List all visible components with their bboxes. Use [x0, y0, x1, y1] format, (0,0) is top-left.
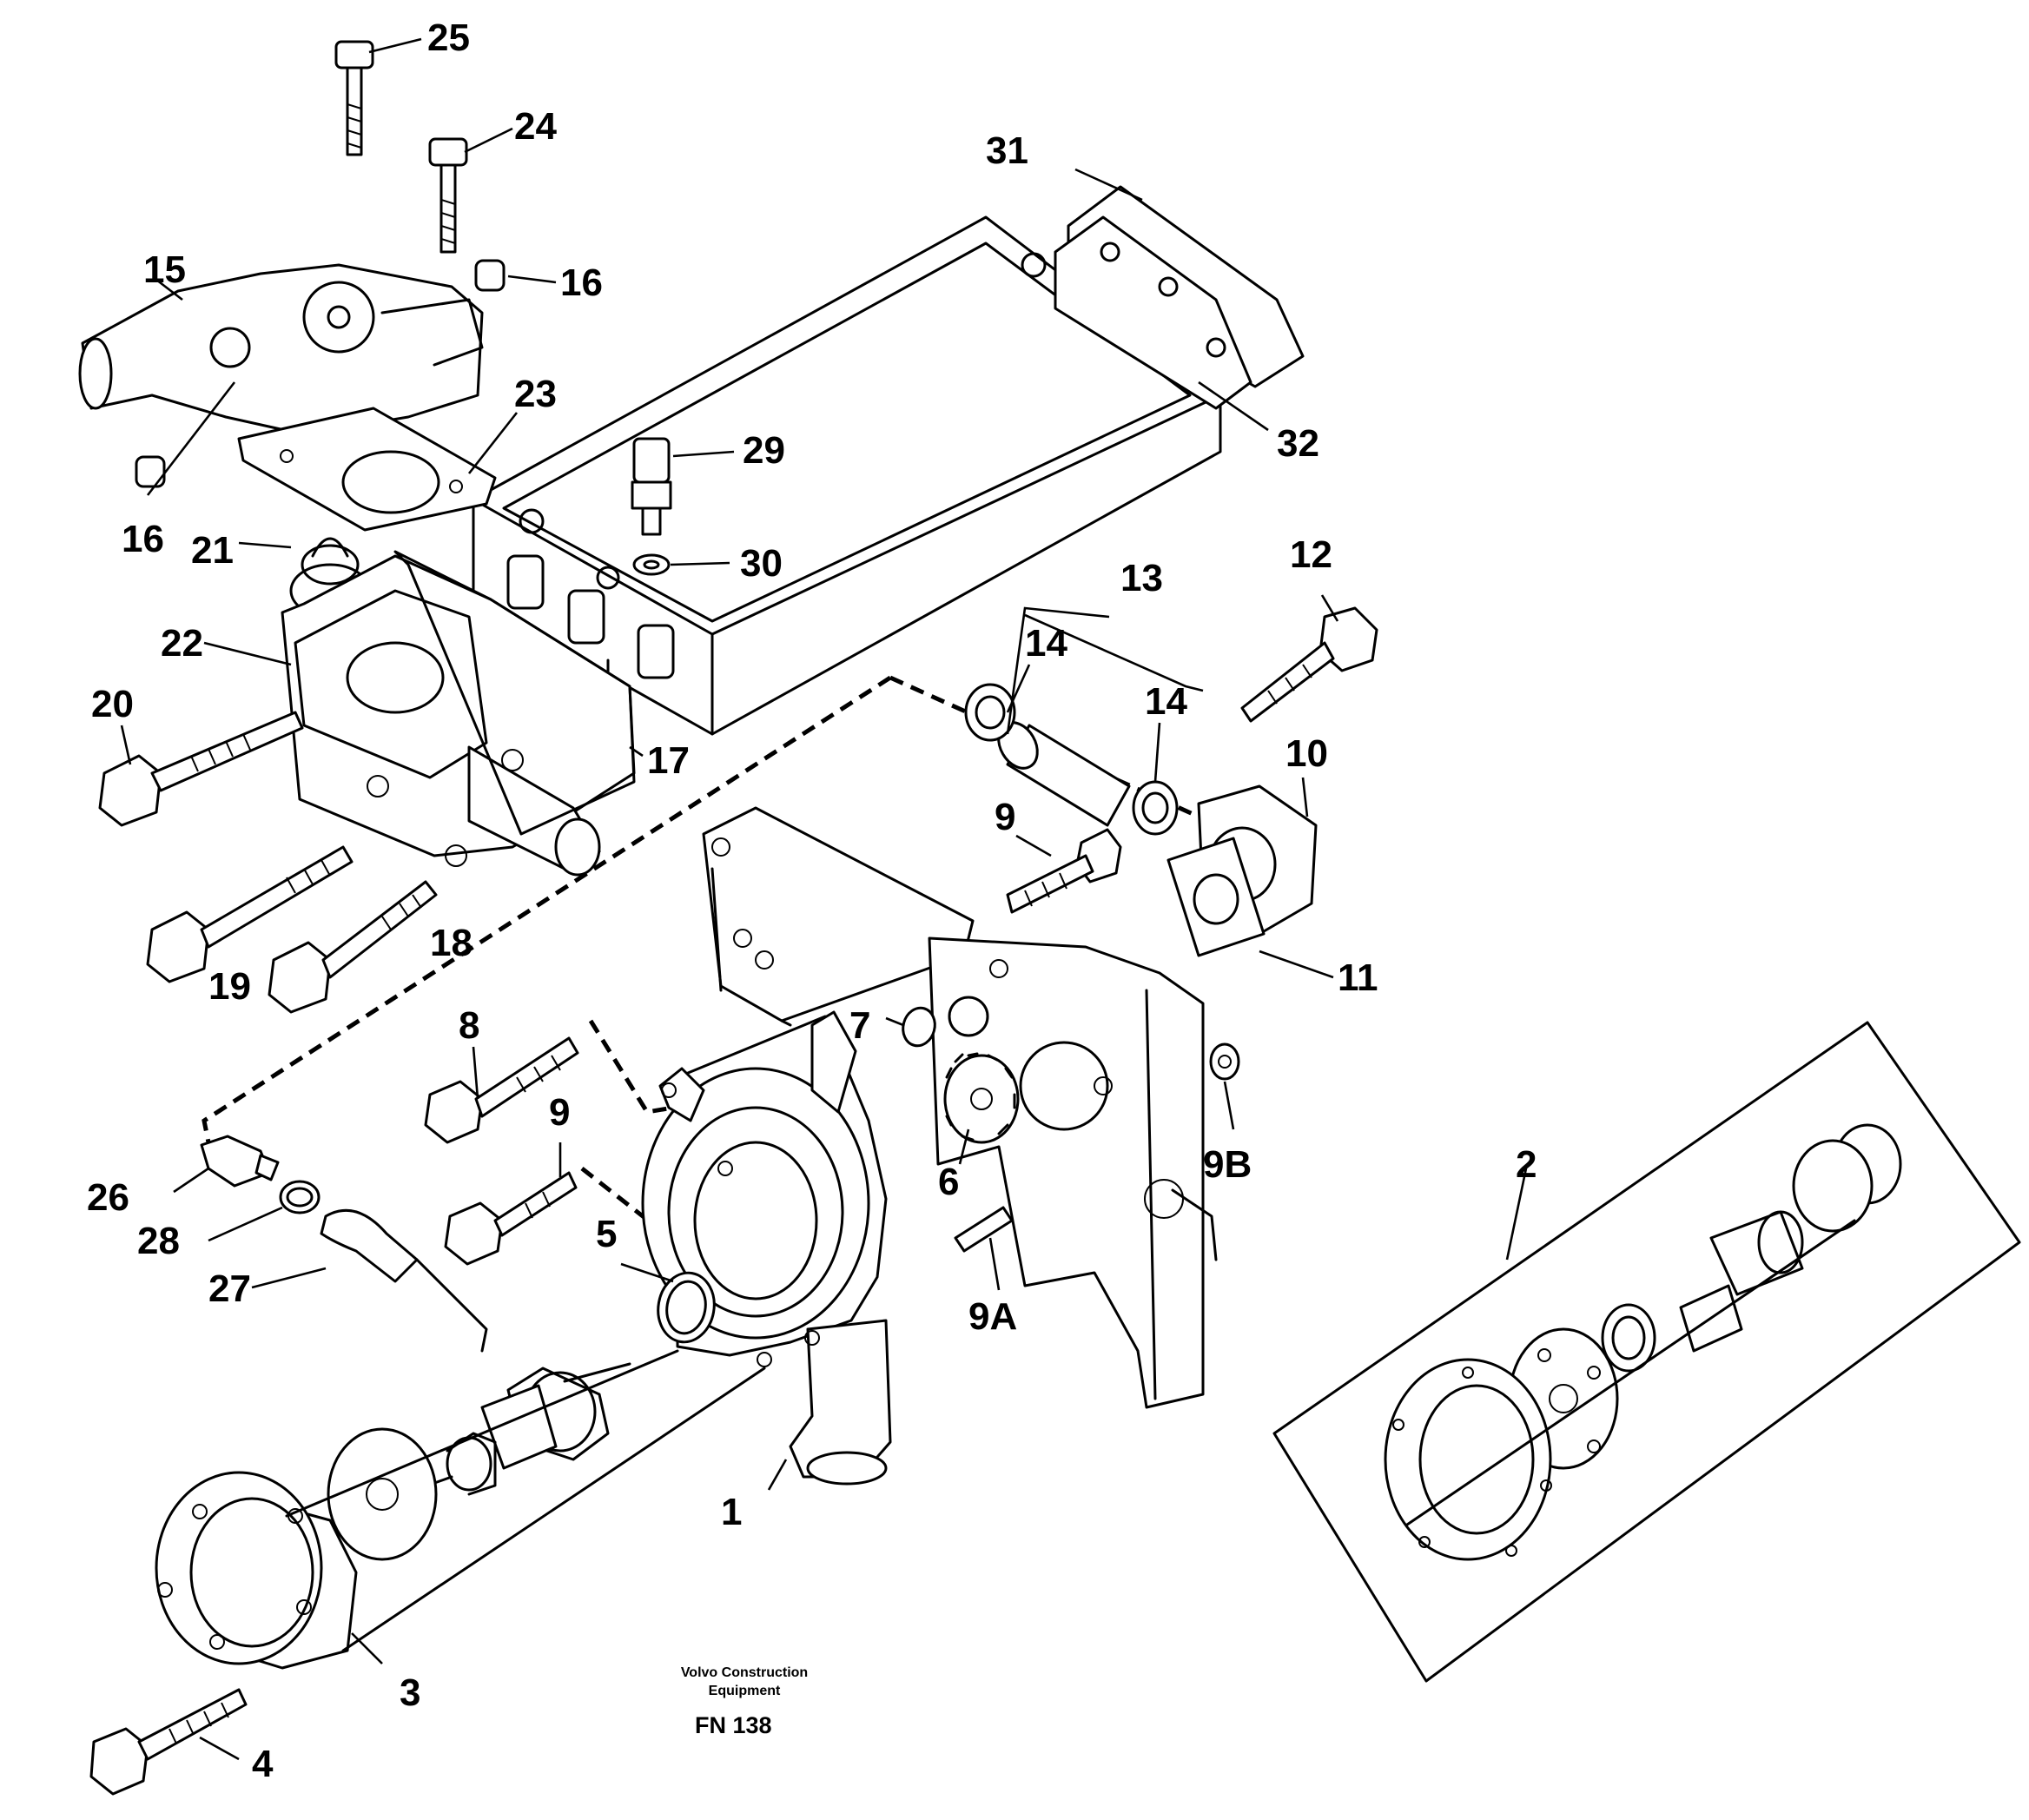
- label-9b: 9B: [1203, 1143, 1252, 1186]
- label-9a: 9A: [968, 1295, 1017, 1338]
- sensor-29: [631, 437, 672, 536]
- callout-labels: 25 24 15 16 16 23 21 22 20 19 18 17 29 3…: [87, 17, 1537, 1785]
- label-9-lower: 9: [549, 1091, 570, 1134]
- pump-internals-left: [155, 1349, 766, 1670]
- label-23: 23: [514, 373, 557, 415]
- label-22: 22: [161, 622, 203, 665]
- label-14-right: 14: [1145, 680, 1187, 723]
- label-25: 25: [427, 17, 470, 59]
- label-28: 28: [137, 1220, 180, 1262]
- bolt-19: [146, 845, 354, 983]
- nut-9b: [1209, 1042, 1240, 1081]
- gear-6: [943, 1052, 1020, 1144]
- bolt-4: [89, 1688, 248, 1796]
- hose-27: [320, 1208, 488, 1353]
- kit-2-box: [1272, 1021, 2021, 1683]
- o-ring-5: [657, 1271, 716, 1344]
- label-14-left: 14: [1025, 622, 1067, 665]
- bolt-25: [334, 40, 374, 156]
- label-24: 24: [514, 105, 557, 148]
- bolt-9-upper: [1006, 828, 1122, 914]
- label-20: 20: [91, 683, 134, 725]
- caption: Volvo Construction Equipment FN 138: [681, 1665, 808, 1738]
- label-3: 3: [400, 1671, 420, 1714]
- bolt-20: [98, 711, 304, 827]
- label-32: 32: [1277, 422, 1319, 465]
- bolt-24: [428, 137, 468, 254]
- label-26: 26: [87, 1176, 129, 1219]
- bolt-12: [1240, 606, 1378, 723]
- thermostat-cover: [78, 263, 497, 532]
- label-27: 27: [208, 1267, 251, 1310]
- rear-cover-gaskets: [1054, 185, 1305, 410]
- label-16-top: 16: [560, 261, 603, 304]
- label-15: 15: [143, 248, 186, 291]
- label-16-bottom: 16: [122, 518, 164, 560]
- label-18: 18: [430, 922, 473, 964]
- caption-company-line1: Volvo Construction: [681, 1665, 808, 1680]
- label-6: 6: [938, 1161, 959, 1203]
- bolt-8: [424, 1036, 579, 1144]
- label-8: 8: [459, 1004, 479, 1047]
- label-9-upper: 9: [995, 796, 1015, 838]
- label-19: 19: [208, 965, 251, 1008]
- leader-lines: [120, 37, 1528, 1761]
- clamp-28: [279, 1180, 321, 1214]
- caption-code: FN 138: [695, 1712, 772, 1738]
- plug-16-bottom: [135, 455, 166, 488]
- label-21: 21: [191, 529, 234, 572]
- label-5: 5: [596, 1213, 617, 1255]
- label-17: 17: [647, 739, 690, 782]
- manifold-block: [472, 215, 1222, 736]
- timing-cover: [702, 806, 1218, 1409]
- label-30: 30: [740, 542, 783, 585]
- label-12: 12: [1290, 533, 1332, 576]
- water-pump-body: [641, 1010, 892, 1486]
- washer-30: [632, 553, 671, 576]
- label-31: 31: [986, 129, 1028, 172]
- label-2: 2: [1516, 1143, 1537, 1186]
- label-1: 1: [721, 1491, 742, 1533]
- plug-16-top: [474, 259, 506, 292]
- bolt-18: [268, 880, 438, 1014]
- label-10: 10: [1285, 732, 1328, 775]
- o-ring-7: [902, 1006, 936, 1048]
- label-4: 4: [252, 1743, 274, 1785]
- bolt-9-lower: [444, 1171, 578, 1266]
- sensor-26: [200, 1135, 280, 1188]
- gasket-17: [393, 550, 636, 836]
- stud-9a: [954, 1206, 1014, 1253]
- pipe-assembly: [964, 683, 1318, 957]
- label-13: 13: [1120, 557, 1163, 599]
- label-7: 7: [849, 1004, 870, 1047]
- label-11: 11: [1338, 956, 1378, 999]
- label-29: 29: [743, 429, 785, 472]
- caption-company-line2: Equipment: [709, 1684, 781, 1698]
